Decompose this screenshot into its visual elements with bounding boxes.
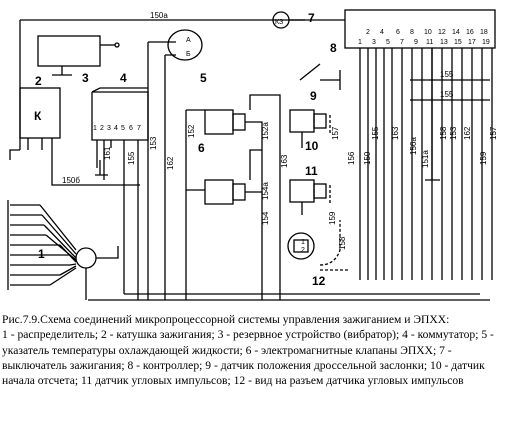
commutator-pin: 2 xyxy=(100,125,104,132)
wire-label: 163 xyxy=(391,126,400,140)
coil-symbol: К xyxy=(34,109,42,123)
controller-pin: 3 xyxy=(372,39,376,46)
wire-label: 163 xyxy=(280,154,289,168)
wire-label: 161 xyxy=(103,146,112,160)
wire-label: 151а xyxy=(421,150,430,168)
gauge-pin-a: А xyxy=(186,37,191,44)
controller-pin: 11 xyxy=(426,39,433,46)
wire-label: 153 xyxy=(449,126,458,140)
wire-label: 155 xyxy=(371,126,380,140)
commutator-pin: 5 xyxy=(121,125,125,132)
controller-pin: 5 xyxy=(386,39,390,46)
wire-label: 162 xyxy=(463,126,472,140)
component-number: 1 xyxy=(38,247,45,261)
controller-pin: 1 xyxy=(358,39,362,46)
wire-label: 153 xyxy=(149,136,158,150)
commutator-pin: 3 xyxy=(107,125,111,132)
controller-pin: 13 xyxy=(440,39,448,46)
wire-label: 150а xyxy=(150,11,168,20)
controller-pin: 4 xyxy=(380,29,384,36)
connector-pin-2: 2 xyxy=(301,247,305,254)
wire-label: 156 xyxy=(347,151,356,165)
controller-pin: 17 xyxy=(468,39,476,46)
component-number: 2 xyxy=(35,74,42,88)
component-number: 12 xyxy=(312,274,326,288)
wire-label: 154 xyxy=(261,211,270,225)
wire-label: 162 xyxy=(166,156,175,170)
controller-pin: 8 xyxy=(410,29,414,36)
controller-pin: 16 xyxy=(466,29,474,36)
component-number: 4 xyxy=(120,71,127,85)
caption-legend: 1 - распределитель; 2 - катушка зажигани… xyxy=(2,328,494,388)
wire-label: 157 xyxy=(331,126,340,140)
wire-label: 157 xyxy=(489,126,498,140)
commutator-pin: 4 xyxy=(114,125,118,132)
figure-caption: Рис.7.9.Схема соединений микропроцессорн… xyxy=(2,312,510,388)
connector-pin-1: 1 xyxy=(301,239,305,246)
wire-label: 155 xyxy=(440,70,454,79)
wire-label: 158 xyxy=(439,126,448,140)
wire-label: 159 xyxy=(328,211,337,225)
wire-label: 152 xyxy=(187,124,196,138)
wire-label: 159 xyxy=(479,151,488,165)
component-number: 7 xyxy=(308,11,315,25)
component-number: 6 xyxy=(198,141,205,155)
wiring-diagram: 7 КЗ 8 2 К 3 4 5 А Б 6 9 10 11 12 1 2 1 … xyxy=(7,9,498,301)
wire-label: 156а xyxy=(409,137,418,155)
commutator-pin: 7 xyxy=(137,125,141,132)
controller-pin: 10 xyxy=(424,29,432,36)
controller-pin: 2 xyxy=(366,29,370,36)
wire-label: 154а xyxy=(261,182,270,200)
controller-pin: 9 xyxy=(414,39,418,46)
wire-label: 158 xyxy=(338,236,347,250)
controller-pin: 18 xyxy=(480,29,488,36)
wire-label: 155 xyxy=(127,151,136,165)
controller-pin: 12 xyxy=(438,29,446,36)
wire-label: 152а xyxy=(261,122,270,140)
controller-pin: 15 xyxy=(454,39,462,46)
commutator-pin: 1 xyxy=(93,125,97,132)
component-number: 3 xyxy=(82,71,89,85)
controller-pin: 19 xyxy=(482,39,490,46)
controller-pin: 6 xyxy=(396,29,400,36)
component-number: 8 xyxy=(330,41,337,55)
component-number: 9 xyxy=(310,89,317,103)
commutator-pin: 6 xyxy=(129,125,133,132)
controller-pin: 7 xyxy=(400,39,404,46)
ignition-switch-symbol: КЗ xyxy=(275,19,283,26)
controller-pin: 14 xyxy=(452,29,460,36)
wire-label: 150б xyxy=(62,176,80,185)
component-number: 10 xyxy=(305,139,319,153)
wire-label: 150 xyxy=(363,151,372,165)
component-number: 11 xyxy=(305,164,318,178)
gauge-pin-b: Б xyxy=(186,51,191,58)
wire-label: 155 xyxy=(440,90,454,99)
component-number: 5 xyxy=(200,71,207,85)
caption-title: Рис.7.9.Схема соединений микропроцессорн… xyxy=(2,313,450,326)
